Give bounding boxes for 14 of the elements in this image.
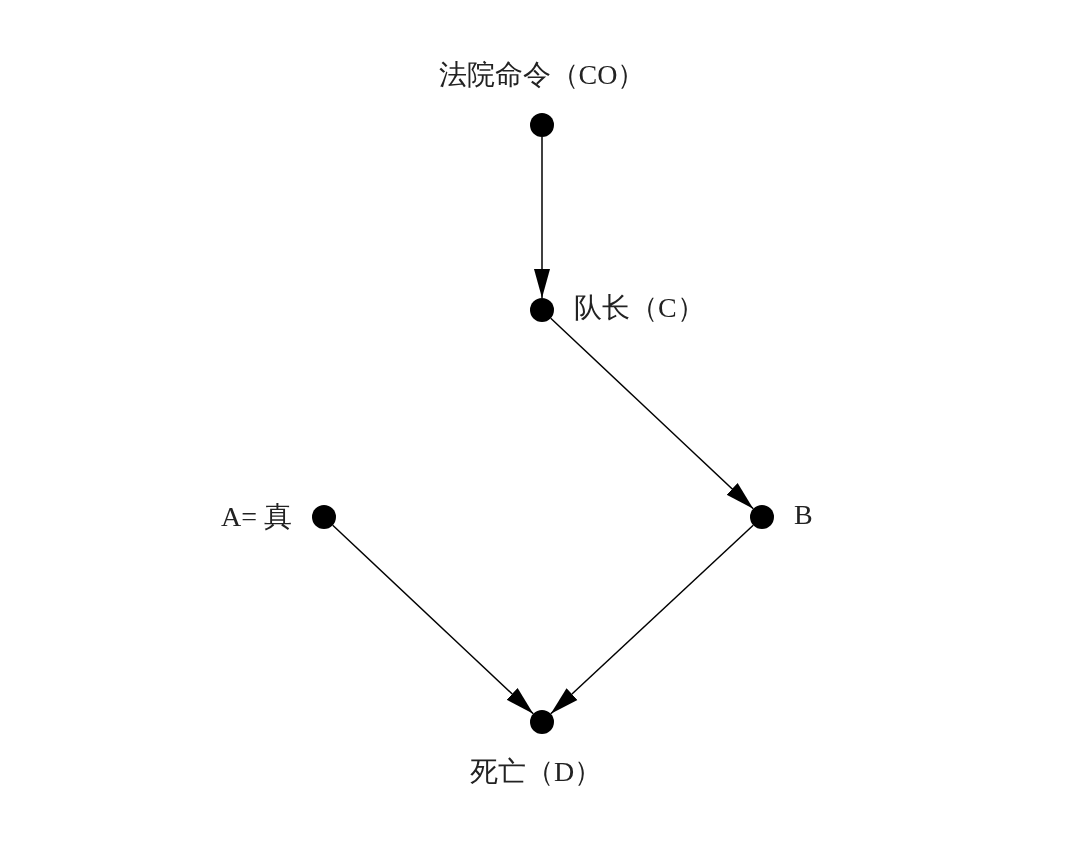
node-dot <box>530 113 554 137</box>
arrow <box>550 317 754 510</box>
node-dot <box>750 505 774 529</box>
node-label: 队长（C） <box>574 291 705 325</box>
arrow <box>550 524 754 715</box>
arrow <box>534 136 550 299</box>
arrow <box>332 524 534 715</box>
node-dot <box>530 298 554 322</box>
node-label: 法院命令（CO） <box>438 58 646 92</box>
node-dot <box>312 505 336 529</box>
node-label: 死亡（D） <box>470 755 603 789</box>
node-label: A= 真 <box>221 500 292 534</box>
node-label: B <box>794 498 813 532</box>
node-dot <box>530 710 554 734</box>
